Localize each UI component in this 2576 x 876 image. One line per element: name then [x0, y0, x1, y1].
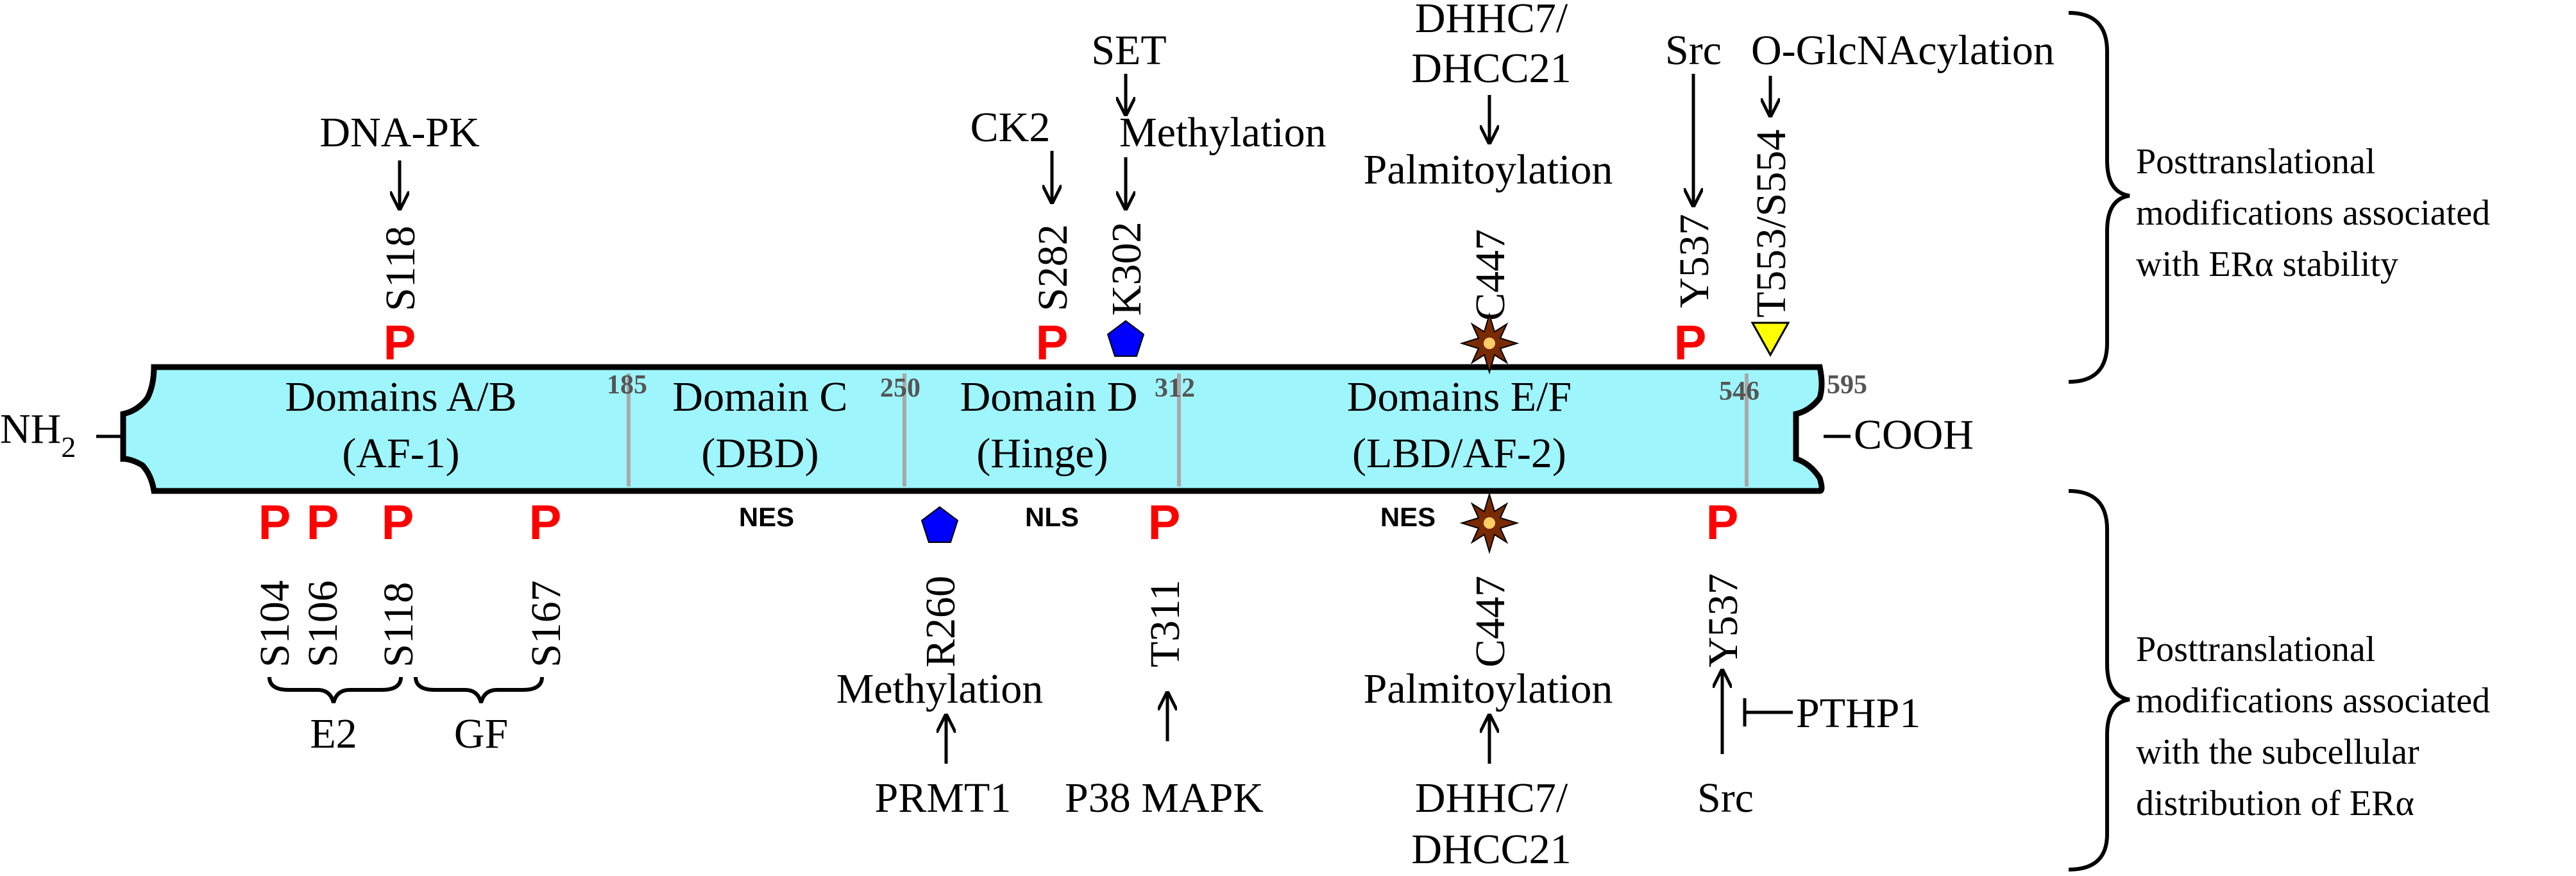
bottom-mod-palmitoylation: Palmitoylation — [1364, 666, 1613, 712]
bottom-site-t311: T311 — [1142, 580, 1189, 667]
top-enzyme-dhhc-line2: DHCC21 — [1411, 45, 1571, 92]
side-label-top-3: with ERα stability — [2136, 245, 2398, 284]
boundary-185: 185 — [607, 370, 647, 400]
boundary-312: 312 — [1155, 374, 1195, 403]
top-phospho-s282: P — [1036, 316, 1069, 370]
domain-d-line1: Domain D — [960, 374, 1138, 420]
bottom-phospho-s118: P — [382, 495, 414, 550]
signal-nls: NLS — [1025, 502, 1079, 532]
bottom-site-y537: Y537 — [1700, 573, 1747, 667]
boundary-595: 595 — [1827, 370, 1867, 400]
top-enzyme-src: Src — [1665, 27, 1722, 74]
bottom-phospho-s167: P — [529, 495, 562, 550]
side-label-bottom-1: Posttranslational — [2136, 630, 2375, 669]
c-terminus-label: COOH — [1854, 411, 1974, 458]
bottom-phospho-y537: P — [1706, 495, 1739, 550]
bottom-enzyme-dhhc-line1: DHHC7/ — [1415, 775, 1568, 821]
top-enzyme-glcnac: O-GlcNAcylation — [1751, 27, 2055, 74]
signal-nes-1: NES — [739, 502, 794, 532]
bottom-group-e2: E2 — [310, 710, 357, 757]
domain-ef-line2: (LBD/AF-2) — [1352, 430, 1566, 477]
bottom-phospho-s104: P — [258, 495, 291, 550]
bottom-enzyme-dhhc-line2: DHCC21 — [1411, 826, 1571, 873]
top-site-y537: Y537 — [1671, 214, 1718, 308]
bottom-phospho-s106: P — [307, 495, 339, 550]
top-enzyme-set: SET — [1091, 27, 1166, 74]
top-site-c447: C447 — [1467, 229, 1514, 321]
domain-c-line2: (DBD) — [701, 430, 818, 477]
boundary-546: 546 — [1719, 377, 1759, 406]
domain-ef-line1: Domains E/F — [1347, 374, 1572, 420]
top-phospho-y537: P — [1674, 316, 1707, 370]
side-label-top-2: modifications associated — [2136, 193, 2490, 233]
bottom-mod-methylation: Methylation — [836, 666, 1044, 712]
bottom-site-s104: S104 — [251, 580, 298, 667]
bottom-site-s167: S167 — [523, 580, 570, 667]
bottom-palmitoyl-star-core — [1484, 517, 1495, 529]
top-glcnac-triangle — [1750, 322, 1790, 357]
side-label-bottom-4: distribution of ERα — [2136, 784, 2414, 823]
top-enzyme-dhhc-line1: DHHC7/ — [1415, 0, 1568, 42]
bottom-site-s106: S106 — [300, 580, 346, 667]
top-phospho-s118: P — [384, 316, 416, 370]
bottom-enzyme-pthp1: PTHP1 — [1796, 690, 1920, 737]
domain-ab-line1: Domains A/B — [285, 374, 516, 420]
bottom-site-c447: C447 — [1467, 576, 1514, 667]
top-enzyme-dnapk: DNA-PK — [319, 109, 479, 156]
domain-ab-line2: (AF-1) — [342, 430, 459, 477]
domain-c-line1: Domain C — [672, 374, 847, 420]
bottom-enzyme-src: Src — [1697, 775, 1754, 821]
bottom-site-r260: R260 — [917, 576, 964, 667]
top-mod-palmitoylation: Palmitoylation — [1364, 146, 1613, 193]
bottom-enzyme-p38: P38 MAPK — [1065, 775, 1264, 821]
top-methyl-pentagon-k302 — [1106, 320, 1145, 357]
protein-body — [120, 364, 1825, 494]
boundary-250: 250 — [880, 374, 920, 403]
side-brace-top — [2068, 11, 2130, 384]
n-terminus-label: NH2 — [0, 406, 76, 463]
top-palmitoyl-star-core — [1484, 338, 1495, 349]
signal-nes-2: NES — [1380, 502, 1436, 532]
bottom-methyl-pentagon-r260 — [920, 506, 959, 543]
side-brace-bottom — [2068, 489, 2130, 872]
domain-d-line2: (Hinge) — [976, 430, 1108, 477]
protein-bar — [120, 364, 1825, 494]
side-label-bottom-3: with the subcellular — [2136, 732, 2419, 772]
top-site-t553-s554: T553/S554 — [1748, 130, 1795, 318]
top-site-s282: S282 — [1030, 224, 1076, 311]
bottom-brace-gf — [414, 676, 544, 703]
bottom-site-s118: S118 — [375, 582, 422, 667]
side-label-top-1: Posttranslational — [2136, 142, 2375, 182]
bottom-brace-e2 — [267, 676, 403, 703]
top-enzyme-ck2: CK2 — [970, 104, 1051, 151]
bottom-phospho-t311: P — [1148, 495, 1181, 550]
bottom-enzyme-prmt1: PRMT1 — [875, 775, 1012, 821]
top-site-k302: K302 — [1103, 221, 1150, 316]
top-mod-methylation: Methylation — [1119, 109, 1326, 156]
top-site-s118: S118 — [377, 226, 424, 311]
side-label-bottom-2: modifications associated — [2136, 681, 2490, 721]
bottom-group-gf: GF — [454, 710, 508, 757]
